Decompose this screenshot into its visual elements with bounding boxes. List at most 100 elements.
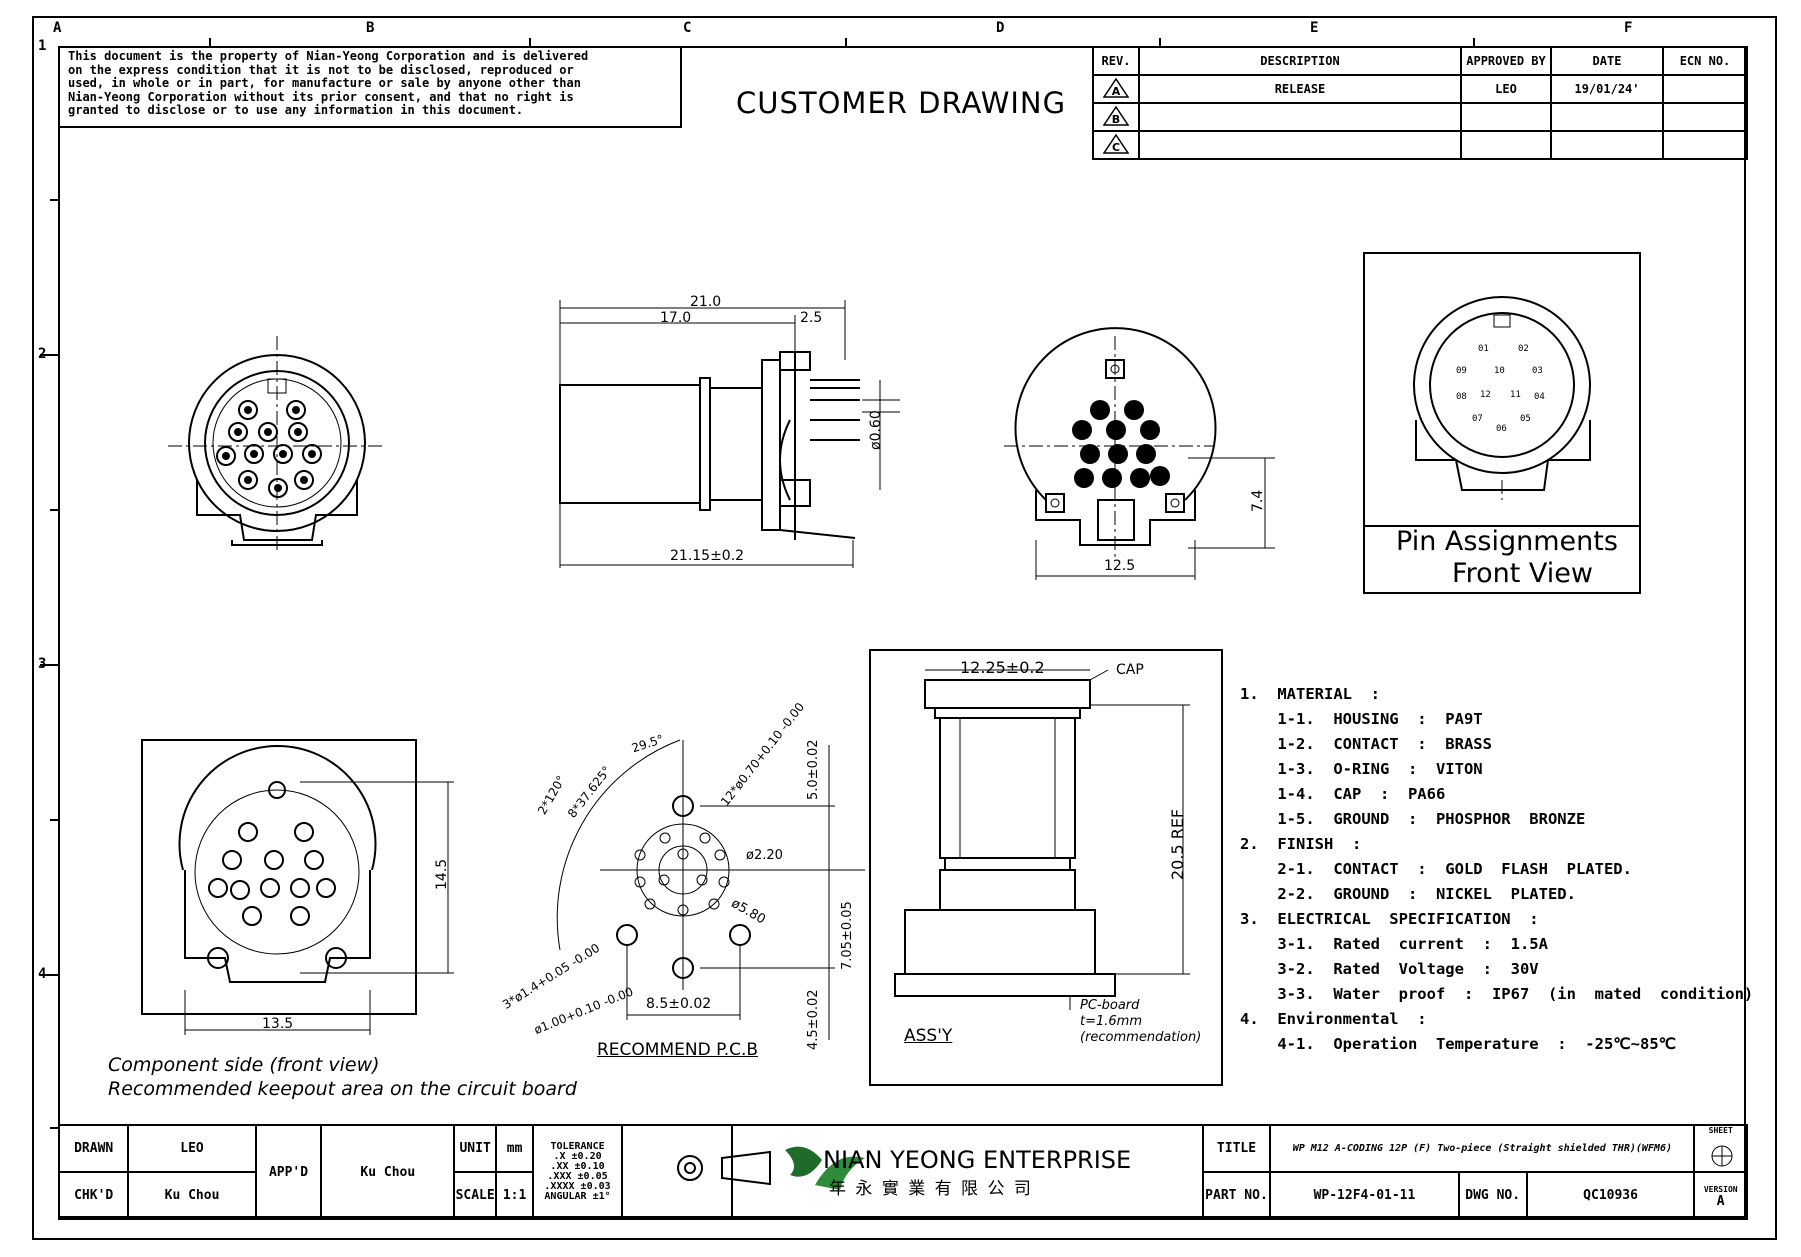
tolerance-label: TOLERANCE	[550, 1141, 605, 1152]
pin-label: 02	[1518, 344, 1529, 354]
dim-pcb-width: 8.5±0.02	[646, 996, 712, 1012]
notice-line: This document is the property of Nian-Ye…	[68, 49, 589, 63]
pin-label: 05	[1520, 414, 1531, 424]
approved-cell	[1460, 102, 1552, 132]
rev-letter: C	[1112, 141, 1120, 154]
company-cell: NIAN YEONG ENTERPRISE 年 永 實 業 有 限 公 司	[731, 1124, 1204, 1220]
title-block: DRAWN LEO APP'D Ku Chou UNIT mm TOLERANC…	[57, 1124, 1748, 1220]
zone-col-e: E	[1310, 20, 1319, 36]
rev-triangle-icon: C	[1102, 133, 1130, 154]
pin-label: 09	[1456, 366, 1467, 376]
keepout-contacts	[208, 822, 336, 926]
ecn-cell	[1662, 74, 1748, 104]
appd-value: Ku Chou	[320, 1124, 456, 1220]
dim-pcb-v2: 7.05±0.05	[840, 901, 855, 970]
approved-header: APPROVED BY	[1460, 46, 1552, 76]
keepout-view	[141, 739, 454, 1035]
version-cell: VERSION A	[1693, 1171, 1748, 1220]
note-line: 1-5. GROUND : PHOSPHOR BRONZE	[1240, 810, 1586, 828]
pcboard-label-1: PC-board	[1080, 998, 1140, 1013]
ecn-cell	[1662, 130, 1748, 160]
zone-col-f: F	[1624, 20, 1633, 36]
pin-assignments-view	[1363, 252, 1641, 594]
rev-letter: A	[1112, 85, 1121, 98]
revision-table: REV. DESCRIPTION APPROVED BY DATE ECN NO…	[1092, 46, 1748, 160]
tol-value: ±0.03	[580, 1181, 611, 1192]
pin-label: 06	[1496, 424, 1507, 434]
rev-cell: A	[1092, 74, 1140, 104]
dim-assy-width: 12.25±0.2	[960, 658, 1045, 677]
dim-side-pin: ø0.60	[868, 410, 884, 450]
dim-pcb-v3: 4.5±0.02	[806, 989, 821, 1050]
keepout-caption-1: Component side (front view)	[108, 1054, 380, 1076]
title-label: TITLE	[1201, 1124, 1272, 1173]
unit-label: UNIT	[453, 1124, 498, 1173]
pcb-layout-view	[556, 739, 865, 1040]
dwgno-value: QC10936	[1525, 1171, 1696, 1220]
note-line: 1-4. CAP : PA66	[1240, 785, 1446, 803]
tol-value: ±0.10	[574, 1161, 605, 1172]
note-line: 3-1. Rated current : 1.5A	[1240, 935, 1548, 953]
dim-assy-height: 20.5 REF	[1168, 808, 1187, 880]
tol-key: .X	[553, 1151, 566, 1162]
drawn-value: LEO	[127, 1124, 257, 1173]
note-line: 2-1. CONTACT : GOLD FLASH PLATED.	[1240, 860, 1632, 878]
drawn-label: DRAWN	[57, 1124, 130, 1173]
assy-label: ASS'Y	[904, 1026, 953, 1046]
pin-label: 10	[1494, 366, 1505, 376]
specification-notes: 1. MATERIAL : 1-1. HOUSING : PA9T 1-2. C…	[1240, 682, 1753, 1057]
drawing-title: CUSTOMER DRAWING	[736, 86, 1067, 120]
rev-cell: C	[1092, 130, 1140, 160]
dim-rear-height: 7.4	[1250, 489, 1266, 512]
dim-keepout-width: 13.5	[262, 1016, 294, 1032]
appd-label: APP'D	[254, 1124, 323, 1220]
confidentiality-notice: This document is the property of Nian-Ye…	[58, 46, 682, 128]
note-line: 3-2. Rated Voltage : 30V	[1240, 960, 1539, 978]
angular-value: ±1°	[592, 1191, 611, 1202]
notice-line: on the express condition that it is not …	[68, 62, 574, 77]
pin-label: 08	[1456, 392, 1467, 402]
keepout-caption-2: Recommended keepout area on the circuit …	[108, 1078, 577, 1100]
note-line: 1-1. HOUSING : PA9T	[1240, 710, 1483, 728]
front-view-label: Front View	[1452, 558, 1593, 589]
description-cell	[1138, 102, 1462, 132]
outer-frame	[32, 16, 1777, 1240]
note-line: 1. MATERIAL :	[1240, 685, 1380, 703]
notice-line: Nian-Yeong Corporation without its prior…	[68, 89, 574, 104]
assembly-view	[869, 649, 1223, 1086]
note-line: 4-1. Operation Temperature : -25℃~85℃	[1240, 1035, 1677, 1053]
ecn-cell	[1662, 102, 1748, 132]
rev-triangle-icon: B	[1102, 105, 1130, 126]
rear-contacts	[1072, 400, 1170, 488]
zone-col-b: B	[366, 20, 375, 36]
dim-pcb-d1: ø2.20	[746, 848, 783, 863]
rev-header: REV.	[1092, 46, 1140, 76]
pcb-contact-holes	[634, 832, 730, 916]
company-name-zh: 年 永 實 業 有 限 公 司	[829, 1178, 1033, 1199]
tol-value: ±0.05	[577, 1171, 608, 1182]
notice-line: granted to disclose or to use any inform…	[68, 103, 524, 117]
tolerance-cell: TOLERANCE .X ±0.20 .XX ±0.10 .XXX ±0.05 …	[532, 1124, 624, 1220]
rev-triangle-icon: A	[1102, 77, 1130, 98]
chkd-value: Ku Chou	[127, 1171, 257, 1220]
date-header: DATE	[1550, 46, 1664, 76]
rear-view	[1004, 327, 1275, 580]
note-line: 2-2. GROUND : NICKEL PLATED.	[1240, 885, 1576, 903]
note-line: 1-2. CONTACT : BRASS	[1240, 735, 1492, 753]
title-value: WP M12 A-CODING 12P (F) Two-piece (Strai…	[1269, 1124, 1696, 1173]
dim-rear-width: 12.5	[1104, 558, 1136, 574]
note-line: 3-3. Water proof : IP67 (in mated condit…	[1240, 985, 1754, 1003]
date-cell	[1550, 102, 1664, 132]
dim-pcb-v1: 5.0±0.02	[806, 739, 821, 800]
note-line: 1-3. O-RING : VITON	[1240, 760, 1483, 778]
dim-side-total: 21.0	[690, 294, 722, 310]
version-value: A	[1716, 1193, 1725, 1209]
dim-side-flange: 2.5	[800, 310, 823, 326]
approved-cell	[1460, 130, 1552, 160]
pin-label: 04	[1534, 392, 1545, 402]
rev-letter: B	[1112, 113, 1120, 126]
angular-label: ANGULAR	[544, 1191, 587, 1202]
pin-label: 01	[1478, 344, 1489, 354]
zone-col-c: C	[683, 20, 692, 36]
